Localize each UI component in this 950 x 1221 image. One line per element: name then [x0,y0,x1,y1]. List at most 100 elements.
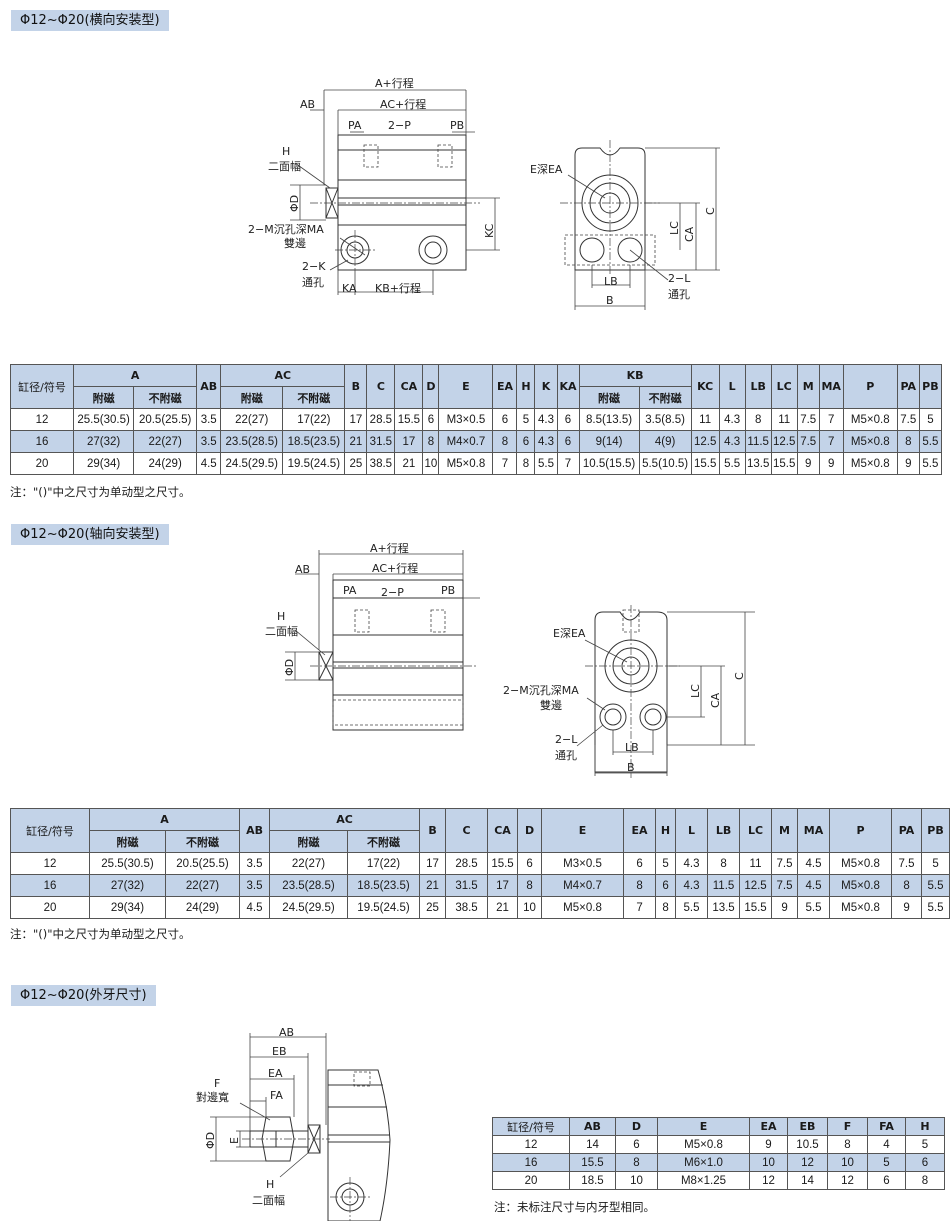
table-cell: 12.5 [690,430,720,453]
label-e-depth: E深EA [553,627,586,640]
table-cell: 17 [487,874,519,897]
table-cell: 7 [818,408,844,431]
table-cell: 20.5(25.5) [164,852,241,875]
table-cell: 22(27) [133,430,198,453]
label-lb: LB [625,741,639,754]
table-cell: 5 [905,1135,945,1154]
table-cell: 5 [867,1153,906,1172]
table-cell: 4(9) [638,430,692,453]
table-cell: 7 [818,430,844,453]
table-cell: 4.5 [797,874,831,897]
table-cell: 6 [867,1171,906,1190]
col-b: B [344,364,368,409]
label-2l: 2−L [555,733,578,746]
col-p: P [829,808,893,853]
table-cell: M4×0.7 [541,874,625,897]
col-eb: EB [787,1117,828,1136]
table-cell: 29(34) [73,452,135,475]
label-ab: AB [295,563,310,576]
table-cell: 10 [517,896,543,919]
col-lc: LC [770,364,798,409]
label-fa: FA [270,1089,283,1102]
sub-no-magnet: 不附磁 [638,386,692,409]
table-cell: 21 [419,874,447,897]
table-cell: 24(29) [164,896,241,919]
label-c: C [733,672,746,680]
label-a-stroke: A+行程 [370,542,409,555]
col-ea: EA [492,364,518,409]
label-ac-stroke: AC+行程 [372,562,418,575]
label-eb: EB [272,1045,287,1058]
table-cell: 6 [623,852,657,875]
cylinder-body-side [332,579,464,731]
col-ma: MA [818,364,844,409]
table1-note: 注："()"中之尺寸为单动型之尺寸。 [10,485,191,499]
spec-table-axial: 缸径/符号 A AB AC B C CA D E EA H L LB LC M … [10,808,950,919]
table-cell: 4 [867,1135,906,1154]
label-m-sub: 雙邊 [540,698,562,712]
table-cell: M8×1.25 [657,1171,750,1190]
label-lb: LB [604,275,618,288]
table-cell: 29(34) [89,896,166,919]
col-lb: LB [744,364,772,409]
col-lb: LB [707,808,741,853]
col-m: M [771,808,799,853]
table-cell: 4.3 [534,430,558,453]
table-cell: 12.5 [770,430,798,453]
table-cell: 4.5 [797,852,831,875]
label-phi-d: ΦD [288,195,301,212]
col-c: C [445,808,489,853]
label-ea: EA [268,1067,283,1080]
table-cell: 6 [492,408,518,431]
table-cell: 6 [556,430,580,453]
table-cell: M4×0.7 [438,430,494,453]
table-cell: 13.5 [707,896,741,919]
table-cell: 15.5 [569,1153,616,1172]
col-ea: EA [623,808,657,853]
label-2l-sub: 通孔 [555,749,577,762]
table-cell: 3.5 [239,874,271,897]
table-cell: 7 [556,452,580,475]
label-e-depth: E深EA [530,163,563,176]
col-pb: PB [921,808,950,853]
label-h: H [266,1178,274,1191]
table2-note: 注："()"中之尺寸为单动型之尺寸。 [10,927,191,941]
label-h: H [282,145,290,158]
col-e: E [438,364,494,409]
col-pb: PB [918,364,943,409]
table-cell: 10 [422,452,440,475]
table-cell: 7.5 [796,408,820,431]
spec-table-lateral: 缸径/符号 A AB AC B C CA D E EA H K KA KB KC… [9,364,943,475]
bore-size-cell: 20 [9,452,75,475]
bore-size-cell: 16 [492,1153,570,1172]
col-ca: CA [487,808,519,853]
table-cell: 8 [905,1171,945,1190]
table-cell: 13.5 [744,452,772,475]
bore-size-cell: 12 [492,1135,570,1154]
col-pa: PA [896,364,920,409]
col-h: H [655,808,677,853]
bore-size-cell: 16 [9,430,75,453]
table-cell: 22(27) [269,852,349,875]
table-cell: 4.3 [718,408,746,431]
table-cell: 18.5(23.5) [347,874,421,897]
table-cell: 5.5 [921,874,950,897]
table-cell: 5.5 [718,452,746,475]
table-cell: 9(14) [578,430,640,453]
table-cell: 4.3 [675,852,709,875]
sub-no-magnet: 不附磁 [133,386,198,409]
drawing-axial-mount: A+行程 AC+行程 AB PA 2−P PB H 二面幅 ΦD E深EA 2−… [265,542,755,778]
table-cell: M5×0.8 [842,430,898,453]
table-cell: 6 [516,430,536,453]
label-m-hole: 2−M沉孔深MA [248,223,324,236]
table-cell: 3.5 [239,852,271,875]
table-cell: 8 [744,408,772,431]
table-cell: 24.5(29.5) [220,452,284,475]
table-cell: 4.3 [675,874,709,897]
table-cell: 6 [422,408,440,431]
